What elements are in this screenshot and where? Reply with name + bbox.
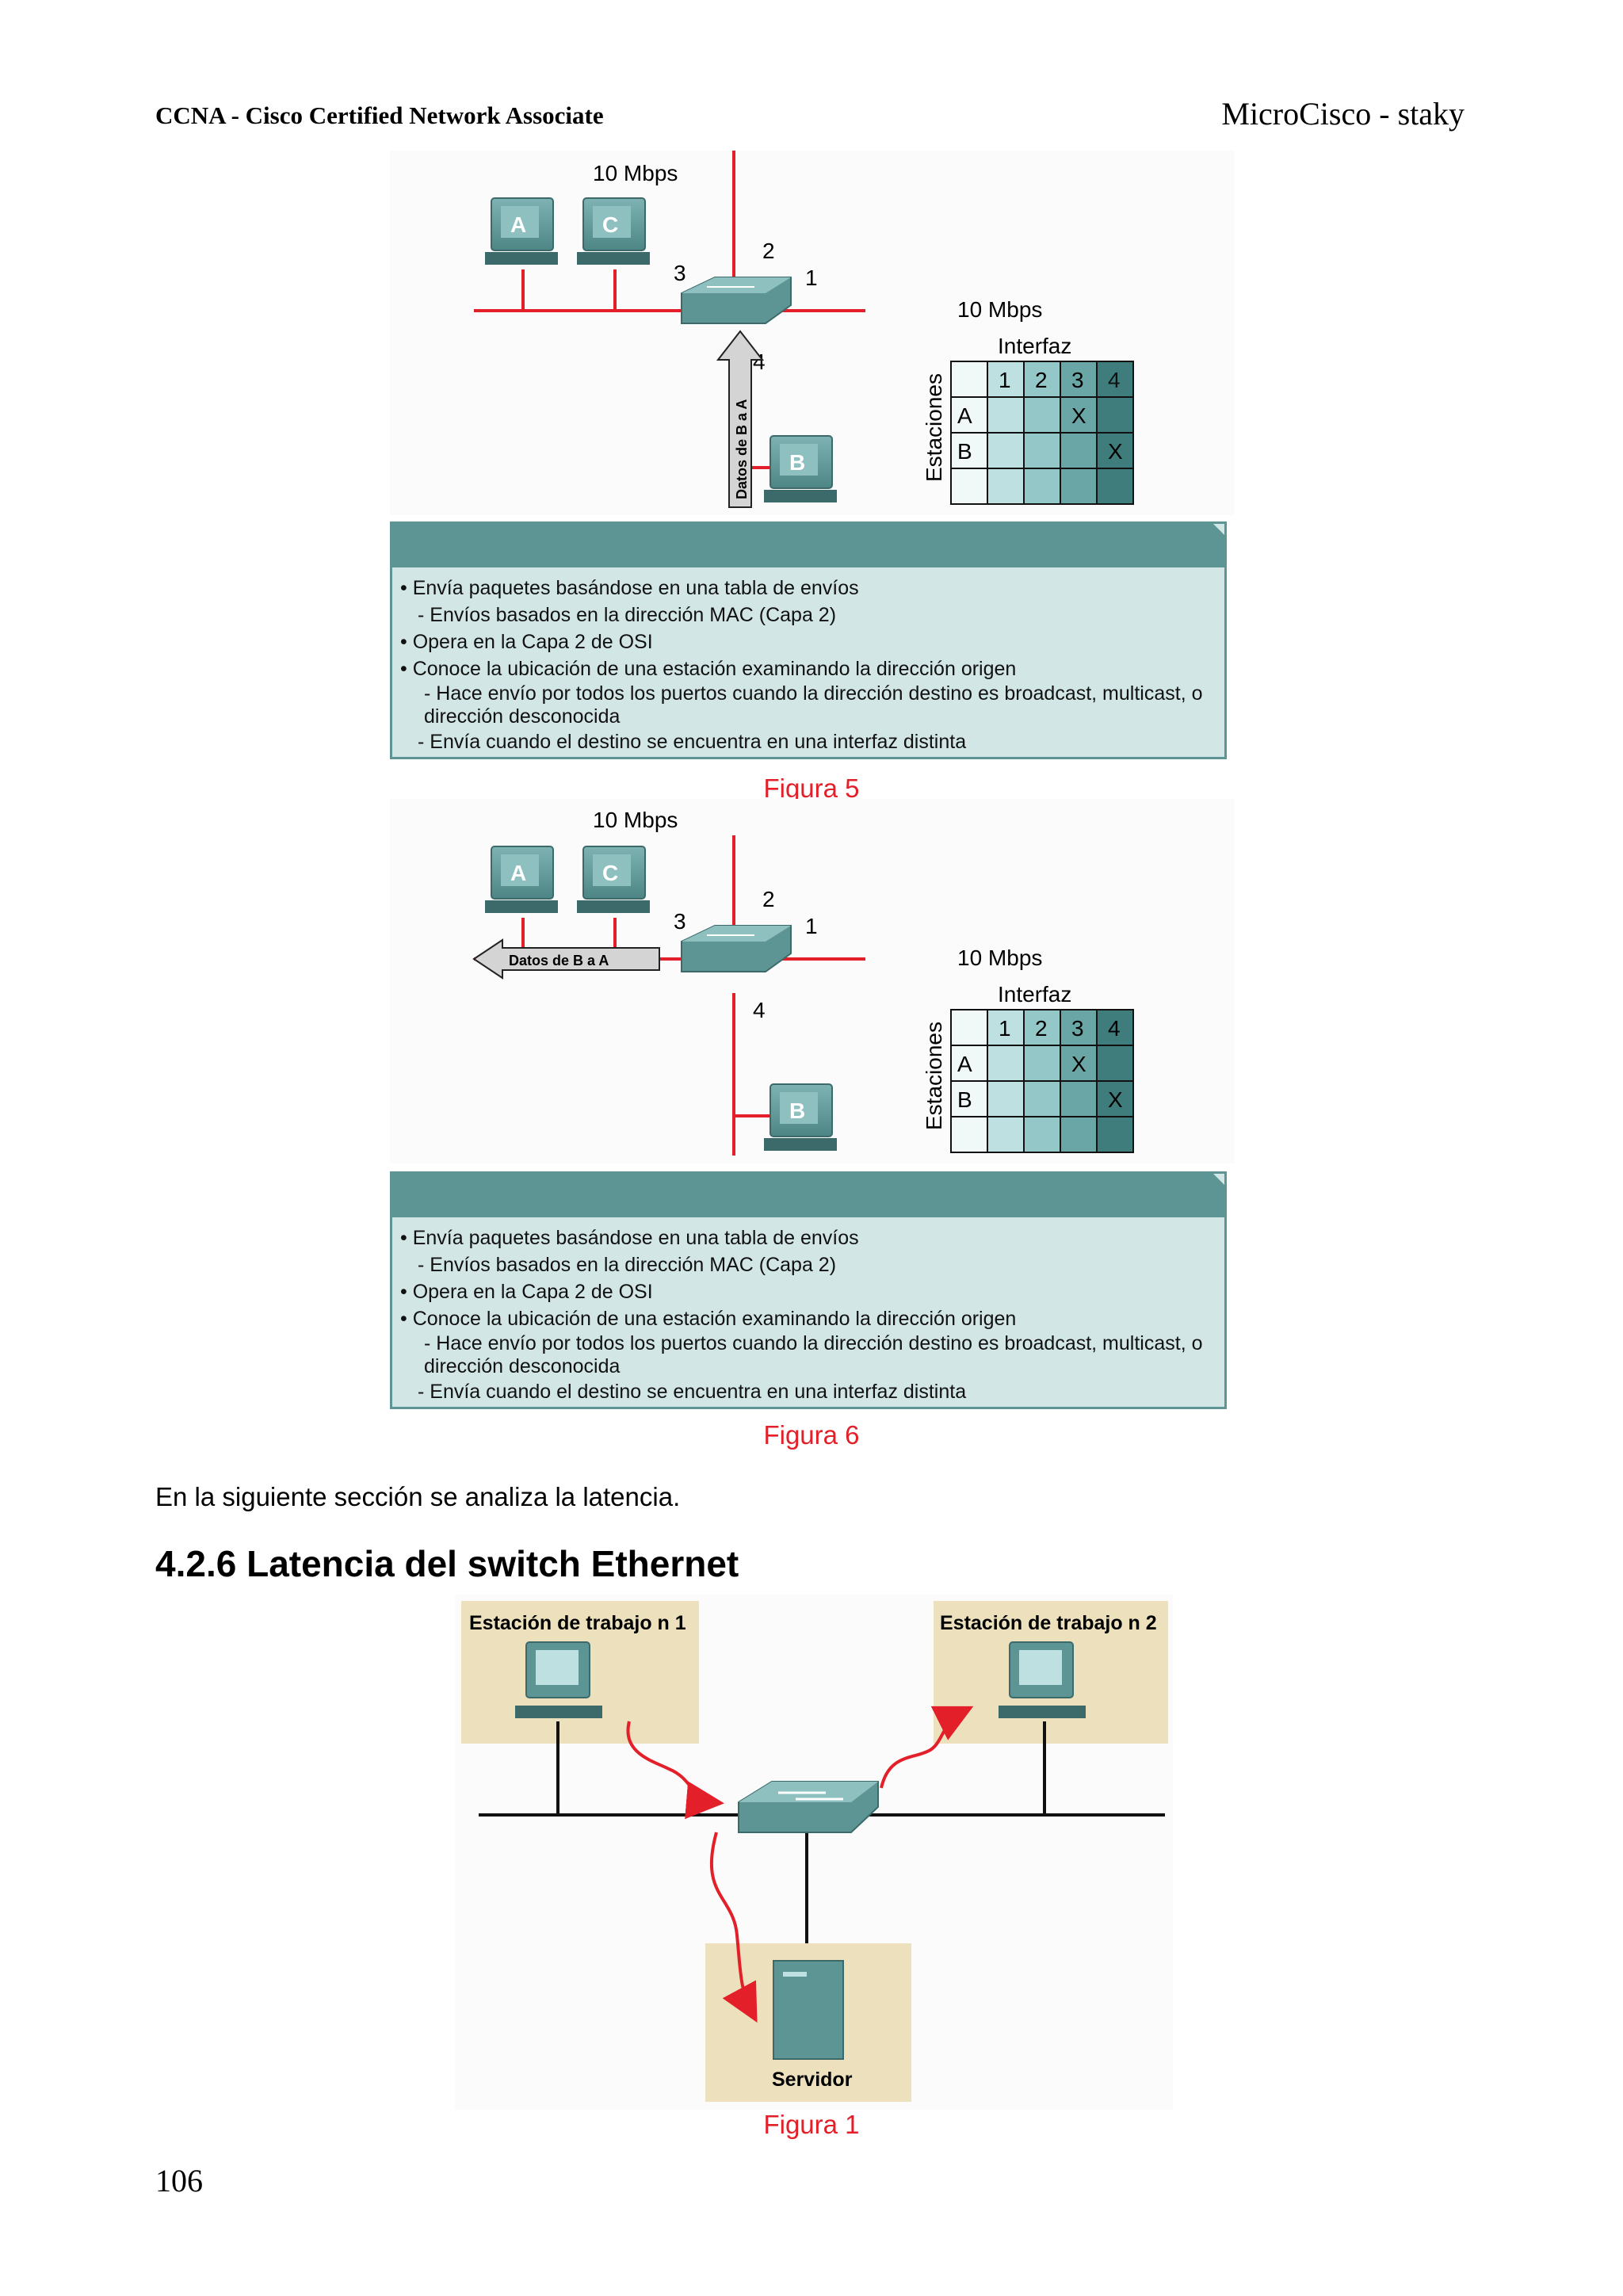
section-heading: 4.2.6 Latencia del switch Ethernet — [155, 1543, 739, 1584]
port-4-label: 4 — [753, 998, 766, 1022]
cell-b-4: X — [1108, 1087, 1123, 1112]
bullet-item: • Envía paquetes basándose en una tabla … — [400, 577, 859, 599]
bullet-item: - Hace envío por todos los puertos cuand… — [424, 682, 1203, 705]
figure-1-diagram: Estación de trabajo n 1 Estación de trab… — [455, 1595, 1173, 2110]
col-2: 2 — [1035, 1016, 1048, 1041]
speed-label-top: 10 Mbps — [593, 161, 678, 185]
flow-arrow-switch-to-ws2 — [880, 1706, 974, 1789]
switch-icon — [738, 1781, 879, 1833]
forwarding-table: 1 2 3 4 A B X X — [950, 1009, 1134, 1153]
switch-features-box-2: • Envía paquetes basándose en una tabla … — [390, 1171, 1227, 1409]
bullet-item: dirección desconocida — [424, 1355, 621, 1377]
box-header-bar — [390, 1171, 1227, 1217]
col-3: 3 — [1071, 368, 1084, 392]
forwarding-table: 1 2 3 4 A B X X — [950, 361, 1134, 505]
table-row-title: Estaciones — [922, 1022, 946, 1130]
col-4: 4 — [1108, 1016, 1121, 1041]
port-1-label: 1 — [805, 914, 818, 938]
bullet-item: • Envía paquetes basándose en una tabla … — [400, 1227, 859, 1249]
col-2: 2 — [1035, 368, 1048, 392]
figure-5-diagram: 10 Mbps A C 2 1 3 4 Datos de B a A B 10 — [390, 151, 1235, 515]
computer-a-icon: A — [485, 197, 558, 265]
host-b-label: B — [789, 450, 805, 475]
port-2-label: 2 — [762, 887, 775, 911]
ws1-label: Estación de trabajo n 1 — [469, 1612, 686, 1634]
flow-arrow-ws1-to-switch — [626, 1721, 724, 1820]
figure-6-diagram: 10 Mbps A C 2 1 3 4 Datos de B a A B 10 … — [390, 799, 1235, 1163]
host-a-label: A — [510, 861, 526, 885]
row-a-label: A — [957, 403, 972, 428]
bullet-item: - Envíos basados en la dirección MAC (Ca… — [418, 1254, 837, 1276]
bullet-item: - Hace envío por todos los puertos cuand… — [424, 1332, 1203, 1354]
col-3: 3 — [1071, 1016, 1084, 1041]
port-2-label: 2 — [762, 239, 775, 263]
bullet-item: - Envía cuando el destino se encuentra e… — [418, 1381, 967, 1403]
table-col-title: Interfaz — [998, 982, 1071, 1007]
figure-5-caption: Figura 5 — [763, 774, 860, 803]
switch-icon — [681, 925, 792, 972]
speed-label-table: 10 Mbps — [957, 297, 1042, 322]
port-3-label: 3 — [674, 261, 686, 285]
row-b-label: B — [957, 439, 972, 464]
workstation-1-icon — [515, 1641, 602, 1718]
cell-a-3: X — [1071, 1052, 1086, 1076]
port-3-label: 3 — [674, 909, 686, 934]
ws2-label: Estación de trabajo n 2 — [940, 1612, 1157, 1634]
computer-a-icon: A — [485, 846, 558, 913]
table-col-title: Interfaz — [998, 334, 1071, 358]
port-1-label: 1 — [805, 266, 818, 290]
speed-label-table: 10 Mbps — [957, 946, 1042, 970]
col-1: 1 — [999, 368, 1011, 392]
workstation-2-icon — [999, 1641, 1086, 1718]
computer-b-icon: B — [764, 1083, 837, 1151]
header-title: CCNA - Cisco Certified Network Associate — [155, 101, 604, 129]
box-header-bar — [390, 521, 1227, 567]
figure-1-caption: Figura 1 — [763, 2110, 860, 2139]
header-author: MicroCisco - staky — [1221, 96, 1465, 132]
col-4: 4 — [1108, 368, 1121, 392]
row-a-label: A — [957, 1052, 972, 1076]
host-c-label: C — [602, 212, 618, 237]
bullet-item: • Opera en la Capa 2 de OSI — [400, 1281, 653, 1303]
bullet-item: - Envía cuando el destino se encuentra e… — [418, 731, 967, 753]
switch-features-box-1: • Envía paquetes basándose en una tabla … — [390, 521, 1227, 759]
data-arrow-left: Datos de B a A — [472, 938, 660, 980]
bullet-item: • Opera en la Capa 2 de OSI — [400, 631, 653, 653]
bullet-item: • Conoce la ubicación de una estación ex… — [400, 1308, 1017, 1330]
cell-a-3: X — [1071, 403, 1086, 428]
host-b-label: B — [789, 1098, 805, 1123]
paragraph: En la siguiente sección se analiza la la… — [155, 1482, 681, 1511]
arrow-label: Datos de B a A — [509, 953, 609, 968]
page-number: 106 — [155, 2163, 203, 2199]
figure-6-caption: Figura 6 — [763, 1420, 860, 1450]
col-1: 1 — [999, 1016, 1011, 1041]
arrow-label: Datos de B a A — [734, 399, 750, 499]
computer-c-icon: C — [577, 197, 650, 265]
bullet-item: - Envíos basados en la dirección MAC (Ca… — [418, 604, 837, 626]
computer-c-icon: C — [577, 846, 650, 913]
row-b-label: B — [957, 1087, 972, 1112]
data-arrow-up: Datos de B a A — [716, 330, 765, 508]
switch-icon — [681, 277, 792, 324]
computer-b-icon: B — [764, 435, 837, 502]
cell-b-4: X — [1108, 439, 1123, 464]
server-label: Servidor — [772, 2069, 853, 2091]
flow-arrow-switch-to-server — [709, 1832, 758, 2023]
host-a-label: A — [510, 212, 526, 237]
speed-label-top: 10 Mbps — [593, 808, 678, 832]
bullet-item: dirección desconocida — [424, 705, 621, 728]
server-icon — [773, 1960, 844, 2060]
table-row-title: Estaciones — [922, 373, 946, 482]
host-c-label: C — [602, 861, 618, 885]
bullet-item: • Conoce la ubicación de una estación ex… — [400, 658, 1017, 680]
